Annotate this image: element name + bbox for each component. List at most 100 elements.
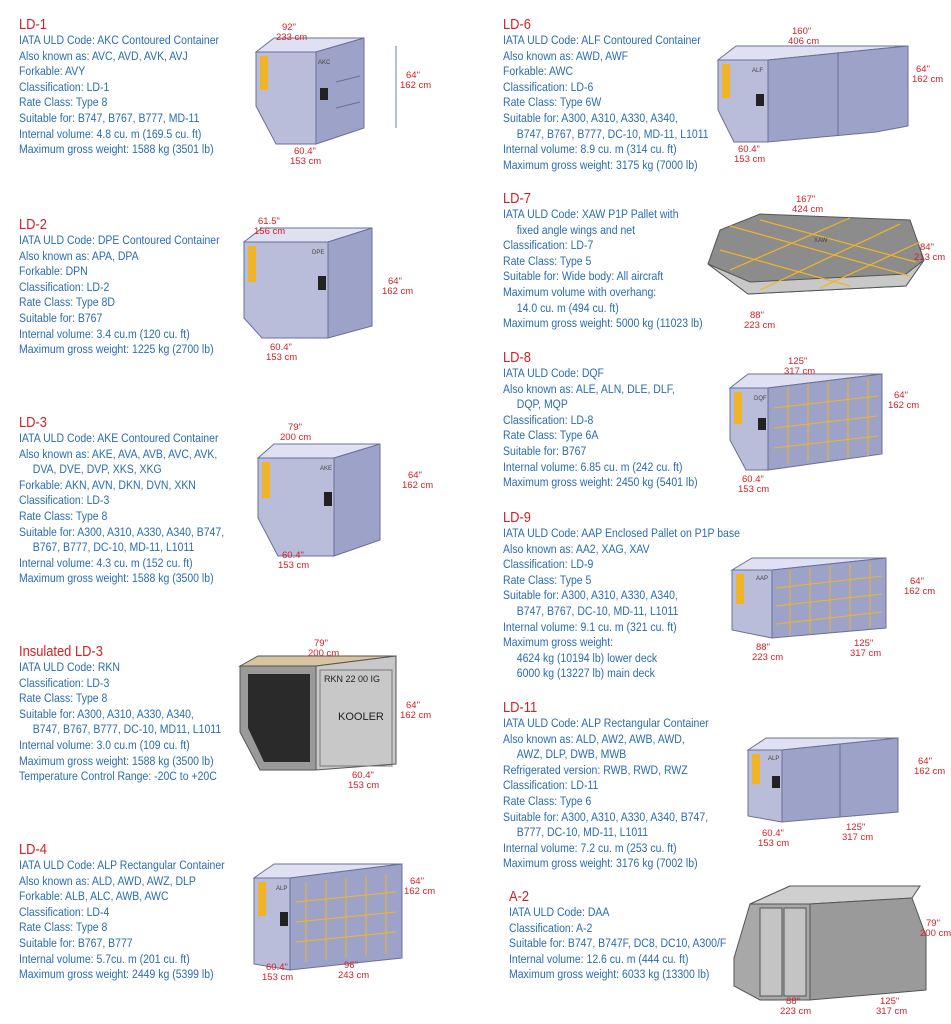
spec-line: IATA ULD Code: AKE Contoured Container (19, 431, 219, 445)
spec-line: 6000 kg (13227 lb) main deck (516, 666, 655, 681)
dim-bottom: 88" (750, 310, 764, 321)
dim-side: 64" (406, 70, 420, 81)
ld3-container-illustration: 79" 200 cm 64" 162 cm 60.4" 153 cm AKE (256, 422, 433, 571)
spec-line: Also known as: ALE, ALN, DLE, DLF, (503, 381, 675, 396)
spec-line: IATA ULD Code: ALP Rectangular Container (19, 858, 225, 872)
dim-side: 64" (916, 64, 930, 75)
spec-line: Classification: LD-9 (503, 557, 594, 572)
spec-line: Suitable for: B767 (503, 443, 587, 458)
spec-line: Also known as: AKE, AVA, AVB, AVC, AVK, (19, 446, 218, 461)
spec-line: Internal volume: 6.85 cu. m (242 cu. ft) (503, 459, 683, 474)
spec-line: B747, B767, DC-10, MD-11, L1011 (516, 603, 679, 618)
spec-line: Suitable for: A300, A310, A330, A340, (503, 588, 678, 603)
spec-line: IATA ULD Code: DAA (509, 905, 610, 919)
entry-ld4: LD-4 IATA ULD Code: ALP Rectangular Cont… (19, 841, 258, 983)
dim-top: 125" (788, 356, 807, 367)
spec-line: Also known as: AA2, XAG, XAV (503, 541, 650, 556)
spec-line: AWZ, DLP, DWB, MWB (516, 747, 627, 762)
entry-ld11: LD-11 IATA ULD Code: ALP Rectangular Con… (503, 699, 742, 872)
ld8-container-illustration: DQF 125" 317 cm 64" 162 cm 60.4" 153 cm (728, 356, 919, 494)
dim-bottom-cm: 153 cm (738, 484, 769, 494)
dim-bottom: 60.4" (270, 342, 292, 353)
dim-side: 79" (926, 918, 940, 929)
dim-bottom-cm: 153 cm (266, 352, 297, 363)
spec-line: Rate Class: Type 5 (503, 572, 592, 587)
dim-side-cm: 213 cm (914, 252, 945, 263)
dim-front: 125" (880, 996, 899, 1007)
entry-title: A-2 (509, 888, 530, 905)
spec-line: DQP, MQP (516, 397, 568, 412)
uld-code-label: AKC (318, 60, 331, 66)
dim-top-cm: 156 cm (254, 226, 285, 237)
spec-line: Rate Class: Type 8 (19, 95, 108, 110)
spec-line: Also known as: AWD, AWF (503, 48, 629, 63)
spec-line: Suitable for: A300, A310, A330, A340, (19, 706, 194, 721)
spec-line: Suitable for: A300, A310, A330, A340, B7… (503, 809, 709, 824)
dim-bottom: 60.4" (352, 770, 374, 781)
dim-front: 125" (854, 638, 873, 649)
dim-bottom-cm: 223 cm (752, 652, 783, 663)
entry-title: LD-8 (503, 349, 531, 366)
insulated-ld3-container-illustration: RKN 22 00 IG KOOLER 79" 200 cm 64" 162 c… (238, 638, 431, 791)
spec-line: Forkable: AWC (503, 64, 574, 79)
dim-bottom-cm: 153 cm (758, 838, 789, 849)
spec-line: Internal volume: 4.3 cu. m (152 cu. ft) (19, 555, 193, 570)
entry-title: LD-7 (503, 190, 531, 207)
spec-line: Also known as: ALD, AW2, AWB, AWD, (503, 731, 685, 746)
entry-ld3: LD-3 IATA ULD Code: AKE Contoured Contai… (19, 414, 258, 587)
spec-line: 4624 kg (10194 lb) lower deck (516, 650, 658, 665)
dim-top-cm: 200 cm (308, 648, 339, 659)
uld-code-label: ALF (752, 68, 763, 74)
spec-line: Also known as: AVC, AVD, AVK, AVJ (19, 48, 188, 63)
spec-line: Internal volume: 4.8 cu. m (169.5 cu. ft… (19, 126, 202, 141)
uld-code-label: XAW (814, 238, 828, 244)
dim-bottom-cm: 153 cm (734, 154, 765, 165)
dim-bottom-cm: 223 cm (744, 320, 775, 330)
spec-line: Refrigerated version: RWB, RWD, RWZ (503, 762, 688, 777)
dim-front-cm: 317 cm (876, 1006, 907, 1017)
spec-line: Internal volume: 3.0 cu.m (109 cu. ft) (19, 737, 190, 752)
dim-top: 79" (314, 638, 328, 649)
dim-bottom: 88" (756, 642, 770, 653)
entry-ld2: LD-2 IATA ULD Code: DPE Contoured Contai… (19, 216, 252, 358)
dim-front: 125" (846, 822, 865, 833)
a2-container-illustration: 79" 200 cm 88" 223 cm 125" 317 cm (733, 885, 951, 1017)
dim-bottom: 60.4" (738, 144, 760, 155)
dim-side: 84" (920, 242, 934, 253)
spec-line: Internal volume: 3.4 cu.m (120 cu. ft) (19, 326, 190, 341)
spec-line: Suitable for: B767 (19, 310, 103, 325)
dim-top-cm: 200 cm (280, 432, 311, 443)
container-body (254, 37, 365, 145)
spec-line: Classification: LD-3 (19, 675, 110, 690)
spec-line: Maximum volume with overhang: (503, 284, 657, 299)
spec-line: Suitable for: B767, B777 (19, 935, 133, 950)
spec-line: Forkable: ALB, ALC, AWB, AWC (19, 889, 169, 904)
entry-title: LD-11 (503, 699, 538, 716)
spec-line: IATA ULD Code: XAW P1P Pallet with (503, 207, 679, 221)
spec-line: Internal volume: 12.6 cu. m (444 cu. ft) (509, 951, 689, 966)
dim-bottom-cm: 153 cm (278, 560, 309, 571)
spec-line: Forkable: DPN (19, 264, 88, 279)
spec-line: Forkable: AKN, AVN, DKN, DVN, XKN (19, 477, 196, 492)
spec-line: IATA ULD Code: AAP Enclosed Pallet on P1… (503, 526, 740, 540)
spec-line: IATA ULD Code: RKN (19, 660, 120, 674)
dim-bottom: 88" (786, 996, 800, 1007)
ld2-container-illustration: 61.5" 156 cm 64" 162 cm 60.4" 153 cm DPE (242, 216, 413, 363)
entry-title: LD-2 (19, 216, 47, 233)
uld-code-label: AKE (320, 466, 332, 472)
entry-lines: IATA ULD Code: ALP Rectangular Container… (19, 858, 258, 983)
spec-line: Suitable for: A300, A310, A330, A340, B7… (19, 524, 225, 539)
dim-side: 64" (918, 756, 932, 767)
spec-line: Internal volume: 7.2 cu. m (253 cu. ft) (503, 840, 677, 855)
spec-line: Maximum gross weight: 2450 kg (5401 lb) (503, 475, 698, 490)
spec-line: IATA ULD Code: DPE Contoured Container (19, 233, 220, 247)
spec-line: Classification: A-2 (509, 920, 593, 935)
dim-top-cm: 424 cm (792, 204, 823, 215)
